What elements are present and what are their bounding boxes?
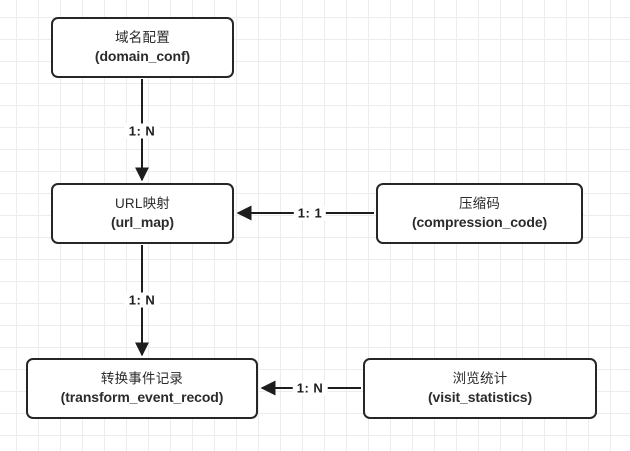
node-compression-code[interactable]: 压缩码 (compression_code) bbox=[376, 183, 583, 244]
node-code: (compression_code) bbox=[411, 214, 548, 231]
edge-label-compression-code-url-map: 1: 1 bbox=[293, 205, 327, 221]
node-code: (visit_statistics) bbox=[427, 389, 533, 406]
node-url-map[interactable]: URL映射 (url_map) bbox=[51, 183, 234, 244]
edge-label-url-map-transform-event-recod: 1: N bbox=[124, 292, 160, 308]
node-domain-conf[interactable]: 域名配置 (domain_conf) bbox=[51, 17, 234, 78]
node-title: 浏览统计 bbox=[452, 370, 508, 386]
edge-label-domain-conf-url-map: 1: N bbox=[124, 123, 160, 139]
node-code: (transform_event_recod) bbox=[60, 389, 224, 406]
node-title: 域名配置 bbox=[115, 29, 170, 45]
edge-label-visit-statistics-transform-event-recod: 1: N bbox=[292, 380, 328, 396]
node-title: 压缩码 bbox=[458, 195, 501, 211]
node-code: (url_map) bbox=[111, 214, 174, 231]
node-code: (domain_conf) bbox=[94, 48, 191, 65]
node-title: 转换事件记录 bbox=[100, 370, 184, 386]
node-title: URL映射 bbox=[114, 195, 170, 211]
node-transform-event-recod[interactable]: 转换事件记录 (transform_event_recod) bbox=[26, 358, 258, 419]
node-visit-statistics[interactable]: 浏览统计 (visit_statistics) bbox=[363, 358, 597, 419]
